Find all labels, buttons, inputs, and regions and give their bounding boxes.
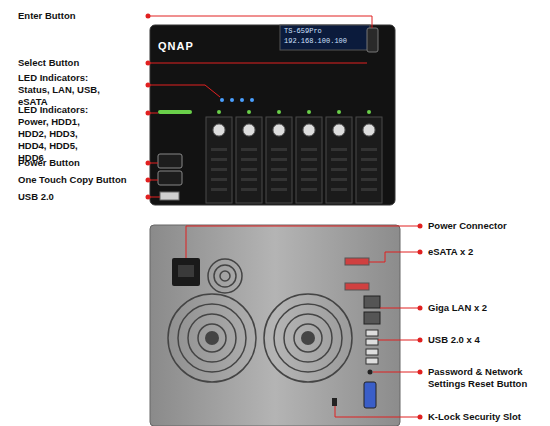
callout-label: Select Button	[18, 57, 143, 69]
callout-label: USB 2.0	[18, 191, 143, 203]
callout-label: LED Indicators: Status, LAN, USB, eSATA	[18, 72, 102, 108]
callout-label: One Touch Copy Button	[18, 174, 143, 186]
callout-label: Power Button	[18, 157, 143, 169]
callout-label: eSATA x 2	[428, 246, 543, 258]
callout-label: Power Connector	[428, 220, 543, 232]
device-text: QNAP	[158, 40, 218, 54]
callout-label: LED Indicators: Power, HDD1, HDD2, HDD3,…	[18, 104, 102, 163]
device-text: TS-659Pro	[284, 27, 368, 36]
callout-label: K-Lock Security Slot	[428, 411, 543, 423]
callout-label: Password & Network Settings Reset Button	[428, 366, 543, 390]
callout-label: USB 2.0 x 4	[428, 334, 543, 346]
device-text: 192.168.100.100	[284, 37, 368, 46]
callout-label: Giga LAN x 2	[428, 302, 543, 314]
callout-label: Enter Button	[18, 10, 143, 22]
